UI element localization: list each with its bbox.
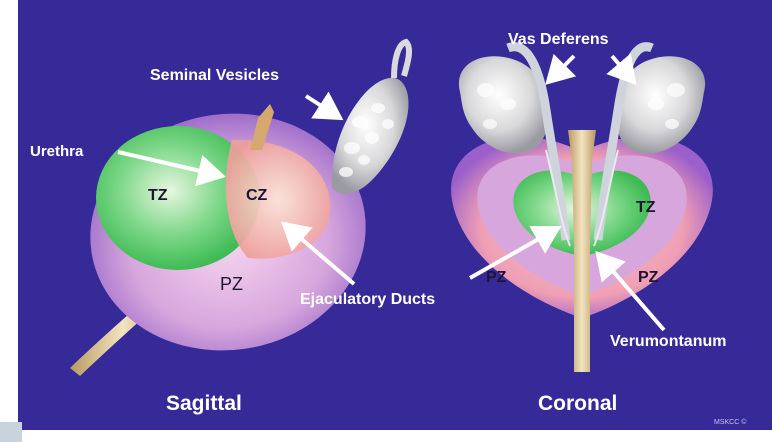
arrow-vas-left bbox=[548, 56, 574, 82]
zone-sagittal-tz: TZ bbox=[148, 187, 168, 204]
arrow-seminal-vesicles bbox=[306, 96, 340, 118]
view-title-coronal: Coronal bbox=[538, 392, 617, 415]
zone-sagittal-pz: PZ bbox=[220, 274, 243, 294]
zone-coronal-pz-right: PZ bbox=[638, 269, 659, 286]
zone-coronal-pz-left: PZ bbox=[486, 269, 507, 286]
coronal-view bbox=[451, 47, 713, 372]
zone-sagittal-cz: CZ bbox=[246, 187, 268, 204]
label-vas-deferens: Vas Deferens bbox=[508, 31, 609, 48]
label-seminal-vesicles: Seminal Vesicles bbox=[150, 67, 279, 84]
label-ejaculatory-ducts: Ejaculatory Ducts bbox=[300, 291, 435, 308]
sagittal-vesicle-duct bbox=[394, 42, 409, 78]
sagittal-view bbox=[70, 42, 409, 376]
credit-mark: MSKCC © bbox=[714, 418, 747, 426]
zone-coronal-tz: TZ bbox=[636, 199, 656, 216]
label-urethra: Urethra bbox=[30, 143, 84, 160]
label-verumontanum: Verumontanum bbox=[610, 333, 726, 350]
view-title-sagittal: Sagittal bbox=[166, 392, 242, 415]
